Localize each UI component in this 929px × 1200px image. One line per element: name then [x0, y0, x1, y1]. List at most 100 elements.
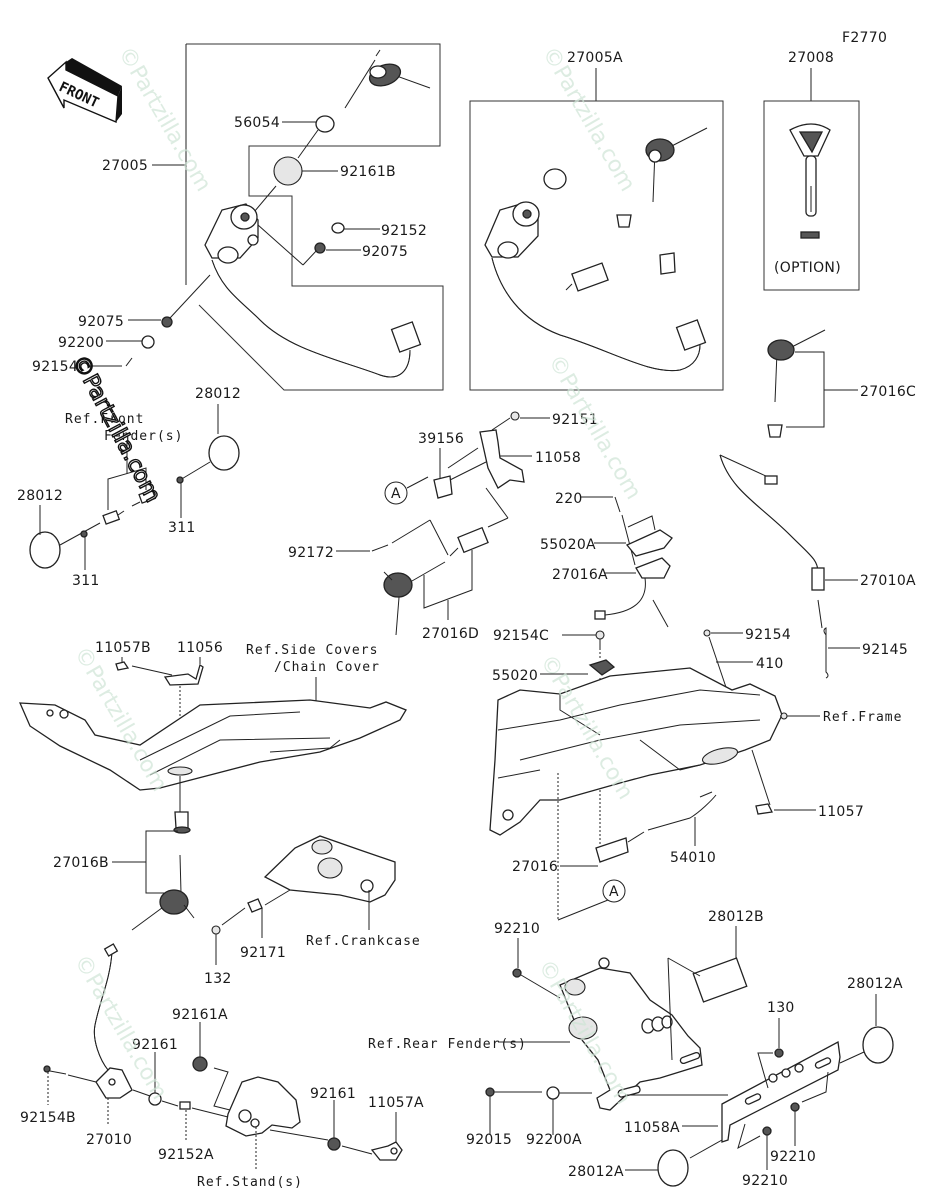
label-92161B[interactable]: 92161B — [340, 164, 396, 180]
ref-front-fender-line1: Ref.Front — [65, 412, 144, 427]
ref-rear-fender: Ref.Rear Fender(s) — [368, 1037, 527, 1052]
label-92200[interactable]: 92200 — [58, 335, 104, 351]
nut-92210-icon — [762, 1126, 772, 1136]
label-92210-bottom[interactable]: 92210 — [742, 1173, 788, 1189]
label-92161-left[interactable]: 92161 — [132, 1037, 178, 1053]
rear-fender-group: 92210 Ref.Rear Fender(s) 28012B 92015 92… — [368, 909, 903, 1189]
label-92172[interactable]: 92172 — [288, 545, 334, 561]
clip-11057B-icon — [115, 661, 130, 671]
key-icon — [344, 49, 431, 109]
label-11057A[interactable]: 11057A — [368, 1095, 424, 1111]
key-icon: "stroke-width="3"/> — [645, 127, 708, 203]
bolt-130-icon — [774, 1048, 784, 1058]
label-27016A[interactable]: 27016A — [552, 567, 608, 583]
label-92145[interactable]: 92145 — [862, 642, 908, 658]
label-92171[interactable]: 92171 — [240, 945, 286, 961]
label-56054[interactable]: 56054 — [234, 115, 280, 131]
label-92152[interactable]: 92152 — [381, 223, 427, 239]
label-410[interactable]: 410 — [756, 656, 784, 672]
washer-icon — [543, 168, 567, 190]
label-311-left[interactable]: 311 — [72, 573, 100, 589]
side-stand-switch-group: 27010 92154B 92161 92152A 92161A Ref.Sta… — [20, 943, 424, 1190]
frame-fasteners: 92154C 55020 92154 410 — [492, 627, 791, 845]
label-28012-left[interactable]: 28012 — [17, 488, 63, 504]
connector-icon — [103, 943, 119, 957]
bolt-132-icon — [211, 925, 221, 935]
label-220[interactable]: 220 — [555, 491, 583, 507]
label-92151[interactable]: 92151 — [552, 412, 598, 428]
label-55020[interactable]: 55020 — [492, 668, 538, 684]
label-11057B[interactable]: 11057B — [95, 640, 151, 656]
label-92154-right[interactable]: 92154 — [745, 627, 791, 643]
nut-92015-icon — [485, 1087, 495, 1097]
label-27008[interactable]: 27008 — [788, 50, 834, 66]
lock-cylinder-27016D-icon — [457, 526, 489, 554]
ignition-switch-icon — [484, 201, 540, 259]
label-27010A[interactable]: 27010A — [860, 573, 916, 589]
nut-92075-icon — [314, 242, 326, 254]
cap-92161B-icon — [273, 156, 303, 186]
label-92075-top[interactable]: 92075 — [362, 244, 408, 260]
spacer-icon — [138, 489, 157, 504]
label-27016[interactable]: 27016 — [512, 859, 558, 875]
label-92161A[interactable]: 92161A — [172, 1007, 228, 1023]
label-92154C[interactable]: 92154C — [493, 628, 549, 644]
nut-311-icon — [176, 476, 184, 484]
grommet-icon — [616, 214, 632, 228]
grommet-icon — [767, 424, 783, 438]
seat-lock-27016-group: 27016 54010 A — [512, 773, 717, 921]
rear-fender-icon — [559, 967, 703, 1111]
label-92154B[interactable]: 92154B — [20, 1110, 76, 1126]
label-28012B[interactable]: 28012B — [708, 909, 764, 925]
label-132[interactable]: 132 — [204, 971, 232, 987]
label-27010[interactable]: 27010 — [86, 1132, 132, 1148]
label-27016C[interactable]: 27016C — [860, 384, 916, 400]
label-27005[interactable]: 27005 — [102, 158, 148, 174]
label-92075-bottom[interactable]: 92075 — [78, 314, 124, 330]
label-92161-right[interactable]: 92161 — [310, 1086, 356, 1102]
connector-icon — [390, 321, 422, 353]
label-11058[interactable]: 11058 — [535, 450, 581, 466]
stand-bracket-icon — [225, 1076, 301, 1137]
rear-frame-icon — [489, 667, 820, 836]
bracket-11056-icon — [163, 663, 204, 686]
connector-icon — [594, 610, 606, 620]
reflector-28012-icon — [29, 531, 61, 569]
label-92210-right[interactable]: 92210 — [770, 1149, 816, 1165]
label-27005A[interactable]: 27005A — [567, 50, 623, 66]
label-11058A[interactable]: 11058A — [624, 1120, 680, 1136]
ref-front-fender-line2: Fender(s) — [104, 429, 183, 444]
front-reflector-group: 28012 311 Ref.Front Fender(s) 311 28012 — [17, 386, 241, 589]
crankcase-group: Ref.Crankcase 92171 132 — [204, 835, 420, 987]
label-55020A[interactable]: 55020A — [540, 537, 596, 553]
label-27016D[interactable]: 27016D — [422, 626, 479, 642]
label-28012A-left[interactable]: 28012A — [568, 1164, 624, 1180]
lock-cylinder-icon — [659, 252, 676, 275]
label-311-right[interactable]: 311 — [168, 520, 196, 536]
label-28012A-right[interactable]: 28012A — [847, 976, 903, 992]
label-39156[interactable]: 39156 — [418, 431, 464, 447]
key-blank-27008: 27008 (OPTION) — [763, 50, 860, 291]
reflector-28012B-icon — [692, 957, 748, 1003]
label-92154-top[interactable]: 92154 — [32, 359, 78, 375]
bracket-11057A-icon — [370, 1141, 403, 1161]
label-92152A[interactable]: 92152A — [158, 1147, 214, 1163]
key-tag-icon — [800, 231, 820, 239]
key-icon — [383, 561, 446, 636]
label-11056[interactable]: 11056 — [177, 640, 223, 656]
ignition-switch-set-27005A: 27005A "stroke-width="3"/> — [469, 50, 724, 391]
label-54010[interactable]: 54010 — [670, 850, 716, 866]
ref-side-covers-line2: /Chain Cover — [274, 660, 380, 675]
label-92210-top[interactable]: 92210 — [494, 921, 540, 937]
seat-lock-27016A-group: 220 55020A 27016A — [540, 491, 673, 628]
lock-bracket-group: 39156 A 11058 92151 92172 27016D — [288, 411, 598, 642]
label-28012-right[interactable]: 28012 — [195, 386, 241, 402]
label-130[interactable]: 130 — [767, 1000, 795, 1016]
label-27016B[interactable]: 27016B — [53, 855, 109, 871]
ref-side-covers-line1: Ref.Side Covers — [246, 643, 378, 658]
callout-a-top — [384, 481, 408, 505]
label-92200A[interactable]: 92200A — [526, 1132, 582, 1148]
switch-body-icon — [811, 567, 825, 591]
label-92015[interactable]: 92015 — [466, 1132, 512, 1148]
label-11057[interactable]: 11057 — [818, 804, 864, 820]
